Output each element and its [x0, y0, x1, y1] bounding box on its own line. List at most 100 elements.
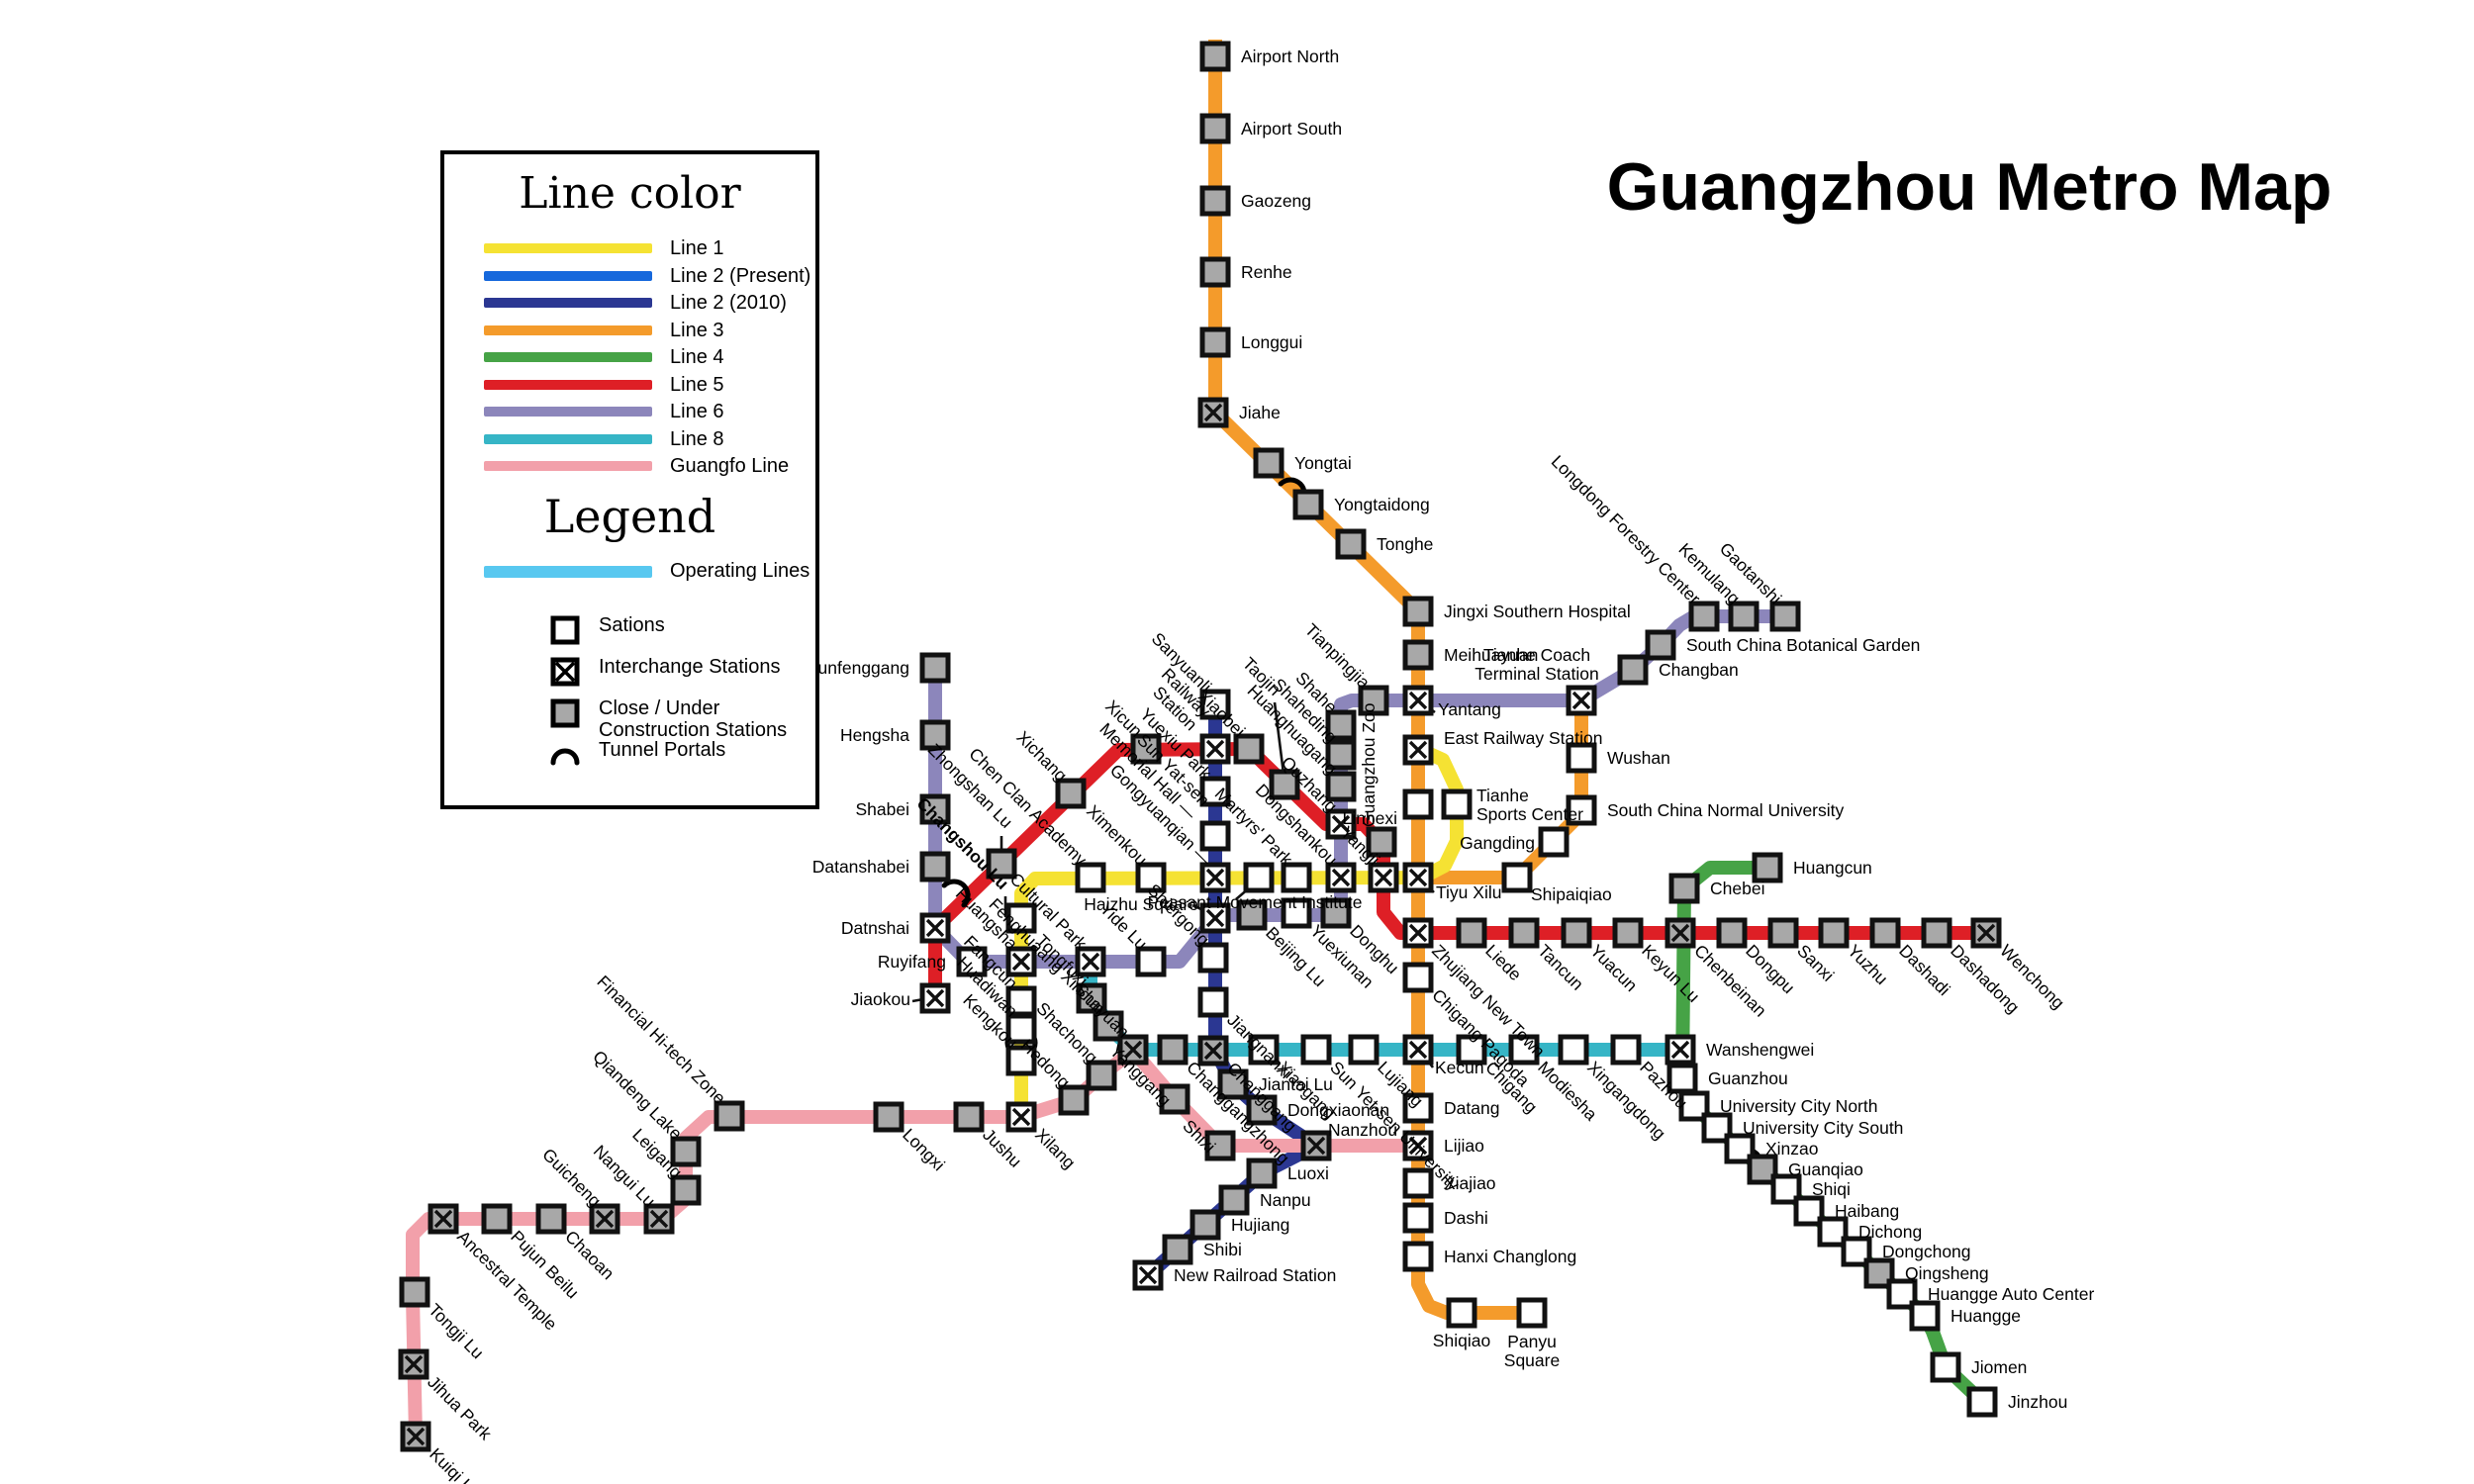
- station-yongtai[interactable]: [1253, 447, 1285, 479]
- station-xiaobei[interactable]: [1233, 733, 1265, 765]
- station-ancestral-temple[interactable]: [428, 1203, 459, 1235]
- station-huanghuagang[interactable]: [1325, 771, 1357, 802]
- station-huadiwan[interactable]: [1005, 1013, 1037, 1045]
- station-cultural-park[interactable]: [1075, 946, 1106, 977]
- station-xingangdong[interactable]: [1558, 1034, 1589, 1066]
- station-lujiang[interactable]: [1348, 1034, 1380, 1066]
- station-jiomen[interactable]: [1930, 1351, 1961, 1383]
- station-beijing-lu[interactable]: [1236, 899, 1268, 931]
- station-south-china-normal-university[interactable]: [1566, 794, 1597, 826]
- station-sun-yet-sen-university[interactable]: [1300, 1034, 1332, 1066]
- station-wushan[interactable]: [1566, 742, 1597, 774]
- station-dashi[interactable]: [1402, 1202, 1434, 1234]
- station-shachong[interactable]: [1086, 1060, 1117, 1091]
- station-kemulang[interactable]: [1728, 601, 1760, 632]
- station-quzhang[interactable]: [1325, 808, 1357, 840]
- station-liede[interactable]: [1456, 917, 1487, 949]
- station-ximenkou[interactable]: [1135, 862, 1167, 893]
- station-chaoan[interactable]: [535, 1203, 567, 1235]
- station-datanshabei[interactable]: [919, 851, 951, 882]
- station-gaozeng[interactable]: [1199, 185, 1231, 217]
- station-xiajiao[interactable]: [1402, 1167, 1434, 1199]
- station-dongxiaonan[interactable]: [1246, 1094, 1278, 1126]
- station-yongtaidong[interactable]: [1292, 489, 1324, 520]
- station-tongji-lu[interactable]: [399, 1276, 430, 1308]
- station-nangui-lu[interactable]: [643, 1203, 675, 1235]
- station-dongshankou[interactable]: [1325, 862, 1357, 893]
- station-wenchong[interactable]: [1970, 917, 2002, 949]
- station-longxi[interactable]: [873, 1101, 904, 1133]
- station-huangcun[interactable]: [1752, 852, 1783, 883]
- station-dashadi[interactable]: [1869, 917, 1901, 949]
- station-datnshai[interactable]: [919, 912, 951, 944]
- station-tonghe[interactable]: [1335, 528, 1367, 560]
- station-fenghuaang-xincun[interactable]: [1093, 1010, 1124, 1042]
- station-keyun-lu[interactable]: [1612, 917, 1644, 949]
- station-panyu-square[interactable]: [1516, 1297, 1548, 1329]
- station-chigang[interactable]: [1456, 1034, 1487, 1066]
- station-shayuan[interactable]: [1117, 1034, 1149, 1066]
- station-jinzhou[interactable]: [1966, 1386, 1998, 1418]
- station-guangzhou-zoo[interactable]: [1366, 826, 1397, 858]
- station-fangcun[interactable]: [1005, 985, 1037, 1017]
- station-lijiao[interactable]: [1402, 1130, 1434, 1161]
- station-longgui[interactable]: [1199, 326, 1231, 358]
- station-sanyuanli[interactable]: [1199, 689, 1231, 720]
- station-university-city-south[interactable]: [1701, 1112, 1733, 1144]
- station-shahe[interactable]: [1325, 709, 1357, 741]
- station-zhujiang-new-town[interactable]: [1402, 917, 1434, 949]
- station-xunfenggang[interactable]: [919, 652, 951, 684]
- station-taojin[interactable]: [1269, 769, 1300, 800]
- station-meihuayuan[interactable]: [1402, 639, 1434, 671]
- station-dongpu[interactable]: [1716, 917, 1748, 949]
- station-qiandeng-lake[interactable]: [670, 1136, 702, 1167]
- station-changshou-lu[interactable]: [1005, 902, 1037, 934]
- station-yuexiu-park[interactable]: [1199, 776, 1231, 807]
- station-gongyuanqian[interactable]: [1199, 862, 1231, 893]
- station-xiaogang[interactable]: [1248, 1034, 1280, 1066]
- station-yuacun[interactable]: [1561, 917, 1592, 949]
- station-jiaokou[interactable]: [919, 982, 951, 1014]
- station-guicheng[interactable]: [589, 1203, 620, 1235]
- station-chebei[interactable]: [1668, 873, 1700, 904]
- station-dashadong[interactable]: [1921, 917, 1952, 949]
- station-jiantai-lu[interactable]: [1217, 1068, 1249, 1100]
- station-tianhe-sports-center[interactable]: [1441, 788, 1473, 820]
- station-huangge[interactable]: [1909, 1300, 1941, 1332]
- station-peasant-movement-institute[interactable]: [1243, 862, 1275, 893]
- station-shipaiqiao[interactable]: [1501, 862, 1533, 893]
- station-donghu[interactable]: [1320, 897, 1352, 929]
- station-financial-hi-tech-zone[interactable]: [714, 1100, 745, 1132]
- station-yuzhu[interactable]: [1818, 917, 1850, 949]
- station-nanpu[interactable]: [1218, 1184, 1250, 1216]
- station-leigang[interactable]: [670, 1174, 702, 1206]
- station-yantang[interactable]: [1402, 685, 1434, 716]
- station-tianhe-coach-terminal-station[interactable]: [1566, 685, 1597, 716]
- station-huangsha[interactable]: [1005, 946, 1037, 977]
- station-university-city-north[interactable]: [1678, 1090, 1710, 1122]
- station-tiyu-xilu[interactable]: [1402, 862, 1434, 893]
- station-pazhou[interactable]: [1610, 1034, 1642, 1066]
- station-changgang[interactable]: [1197, 1035, 1229, 1067]
- station-yuexiunan[interactable]: [1281, 897, 1312, 929]
- station-huangge-auto-center[interactable]: [1886, 1278, 1918, 1310]
- station-shaheding[interactable]: [1325, 739, 1357, 771]
- station-hedong[interactable]: [1058, 1084, 1090, 1116]
- station-renhe[interactable]: [1199, 256, 1231, 288]
- station-xichang[interactable]: [1055, 778, 1087, 809]
- station-yangji[interactable]: [1368, 862, 1399, 893]
- station-xilang[interactable]: [1005, 1101, 1037, 1133]
- station-martyrs-park[interactable]: [1281, 862, 1312, 893]
- station-tongfuxi[interactable]: [1076, 982, 1107, 1014]
- station-gangding[interactable]: [1538, 826, 1570, 858]
- station-changban[interactable]: [1617, 654, 1649, 686]
- station-sanxi[interactable]: [1767, 917, 1799, 949]
- station-jiahe[interactable]: [1197, 397, 1229, 428]
- station-jingxi-southern-hospital[interactable]: [1402, 596, 1434, 627]
- station-kuiqi-lu[interactable]: [400, 1421, 431, 1452]
- station-jiangnanxi[interactable]: [1197, 986, 1229, 1018]
- station-airport-north[interactable]: [1199, 41, 1231, 72]
- station-chen-clan-academy[interactable]: [1075, 862, 1106, 893]
- station-south-china-botanical-garden[interactable]: [1645, 629, 1676, 661]
- station-gaotanshi[interactable]: [1769, 601, 1801, 632]
